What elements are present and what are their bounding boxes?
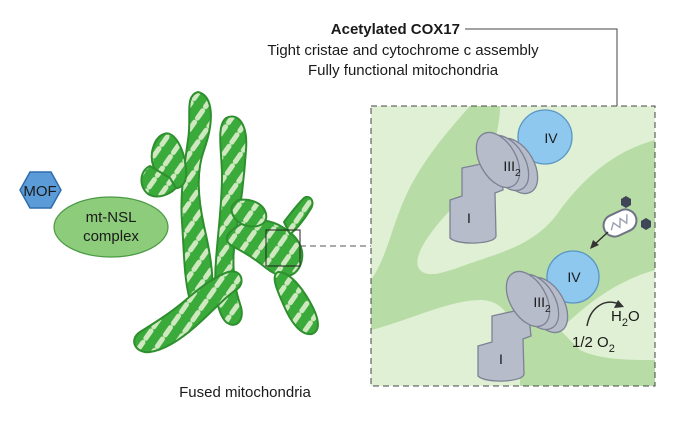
reaction-arrow-head [614, 300, 624, 308]
inset-panel: I IV III2 I IV III2 [370, 105, 656, 387]
top-complex-iv-label: IV [544, 130, 558, 146]
mt-nsl-complex [53, 196, 169, 258]
cytochrome-capsule [602, 196, 651, 238]
mof-hexagon [19, 171, 62, 209]
top-supercomplex: I IV III2 [449, 109, 573, 244]
inset-border [370, 105, 656, 387]
acetyl-group-right [641, 218, 651, 230]
complex-label: complex [83, 228, 139, 245]
bottom-complex-iii-front [505, 270, 551, 328]
bottom-complex-i [477, 307, 532, 382]
annotation-line2: Fully functional mitochondria [308, 62, 499, 79]
capsule-arrow-head [590, 240, 599, 249]
annotation-line1: Tight cristae and cytochrome c assembly [267, 42, 539, 59]
bottom-supercomplex: I IV III2 [477, 250, 600, 382]
zoom-region-box [265, 229, 301, 267]
mt-nsl-label: mt-NSL [86, 209, 137, 226]
bottom-complex-iii-label: III2 [533, 294, 551, 315]
mof-label: MOF [23, 183, 56, 200]
fused-mitochondria-network [133, 91, 319, 354]
top-complex-i-label: I [467, 210, 471, 226]
bottom-complex-iv [546, 250, 600, 304]
reaction-arrow-curve [586, 301, 620, 327]
capsule-arrow-line [594, 231, 609, 245]
bottom-complex-iv-label: IV [567, 269, 581, 285]
top-complex-iii-front [475, 131, 521, 189]
reaction-product-label: H2O [611, 308, 640, 329]
top-complex-iv [517, 109, 573, 165]
top-complex-i [449, 159, 504, 244]
reaction-reactant-label: 1/2 O2 [572, 334, 615, 355]
fused-mitochondria-caption: Fused mitochondria [179, 384, 311, 401]
annotation-title: Acetylated COX17 [331, 21, 460, 38]
capsule-cristae [610, 214, 628, 231]
bottom-complex-i-label: I [499, 351, 503, 367]
acetyl-group-top [621, 196, 631, 208]
top-complex-iii-label: III2 [503, 158, 521, 179]
